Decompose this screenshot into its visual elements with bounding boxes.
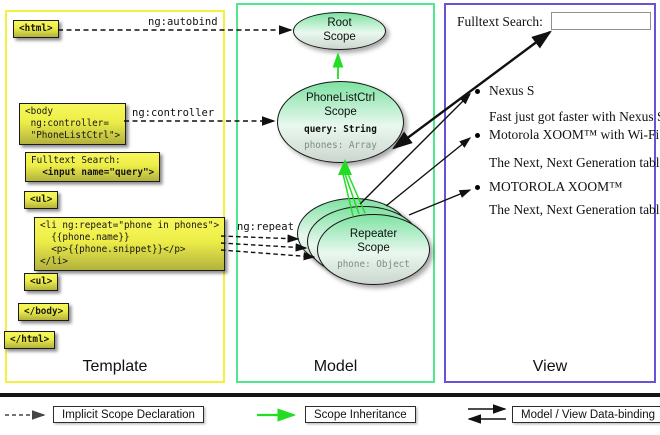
repeater-scope-ellipse-front: Repeater Scope phone: Object xyxy=(317,214,430,285)
legend-implicit-scope: Implicit Scope Declaration xyxy=(53,406,204,423)
query-property: query: String xyxy=(304,123,377,135)
model-panel-title: Model xyxy=(313,358,358,375)
view-fulltext-label: Fulltext Search: xyxy=(457,14,543,29)
view-item-desc: The Next, Next Generation tablet. xyxy=(489,202,660,217)
ng-autobind-label: ng:autobind xyxy=(148,16,218,28)
phonelistctrl-scope-title: PhoneListCtrl Scope xyxy=(305,92,376,118)
code-html-open: <html> xyxy=(13,20,59,38)
model-panel: Model xyxy=(236,3,435,383)
bullet-icon xyxy=(475,133,480,138)
view-item-desc: Fast just got faster with Nexus S. xyxy=(489,109,660,124)
code-li-repeat: <li ng:repeat="phone in phones"> {{phone… xyxy=(34,217,226,271)
code-fulltext-search: Fulltext Search: <input name="query"> xyxy=(25,152,161,182)
repeater-scope-title: Repeater Scope xyxy=(349,228,398,254)
bullet-icon xyxy=(475,89,480,94)
view-item-desc: The Next, Next Generation tablet. xyxy=(489,155,660,170)
legend-scope-inheritance: Scope Inheritance xyxy=(305,406,416,423)
code-html-close: </html> xyxy=(4,331,56,349)
code-body-open: <body ng:controller= "PhoneListCtrl"> xyxy=(19,103,127,145)
legend-data-binding: Model / View Data-binding xyxy=(512,406,660,423)
ng-repeat-label: ng:repeat xyxy=(237,221,294,233)
template-panel-title: Template xyxy=(82,358,148,375)
root-scope-ellipse: Root Scope xyxy=(293,12,386,50)
bullet-icon xyxy=(475,185,480,190)
view-panel-title: View xyxy=(532,358,568,375)
ng-controller-label: ng:controller xyxy=(132,107,215,119)
view-item-title: MOTOROLA XOOM™ xyxy=(489,179,623,194)
code-ul-open: <ul> xyxy=(24,191,59,209)
code-body-close: </body> xyxy=(18,303,70,321)
code-input-tag: <input name="query"> xyxy=(31,166,155,178)
root-scope-title: Root Scope xyxy=(323,17,356,43)
legend-separator xyxy=(0,393,660,397)
view-item-title: Nexus S xyxy=(489,83,535,98)
phone-property: phone: Object xyxy=(337,258,410,270)
view-item-title: Motorola XOOM™ with Wi-Fi xyxy=(489,127,660,142)
code-fulltext-label: Fulltext Search: xyxy=(31,155,121,166)
phonelistctrl-scope-ellipse: PhoneListCtrl Scope query: String phones… xyxy=(277,81,404,163)
fulltext-search-input[interactable] xyxy=(551,12,651,30)
code-ul-close: <ul> xyxy=(24,273,59,291)
phones-property: phones: Array xyxy=(304,139,377,151)
